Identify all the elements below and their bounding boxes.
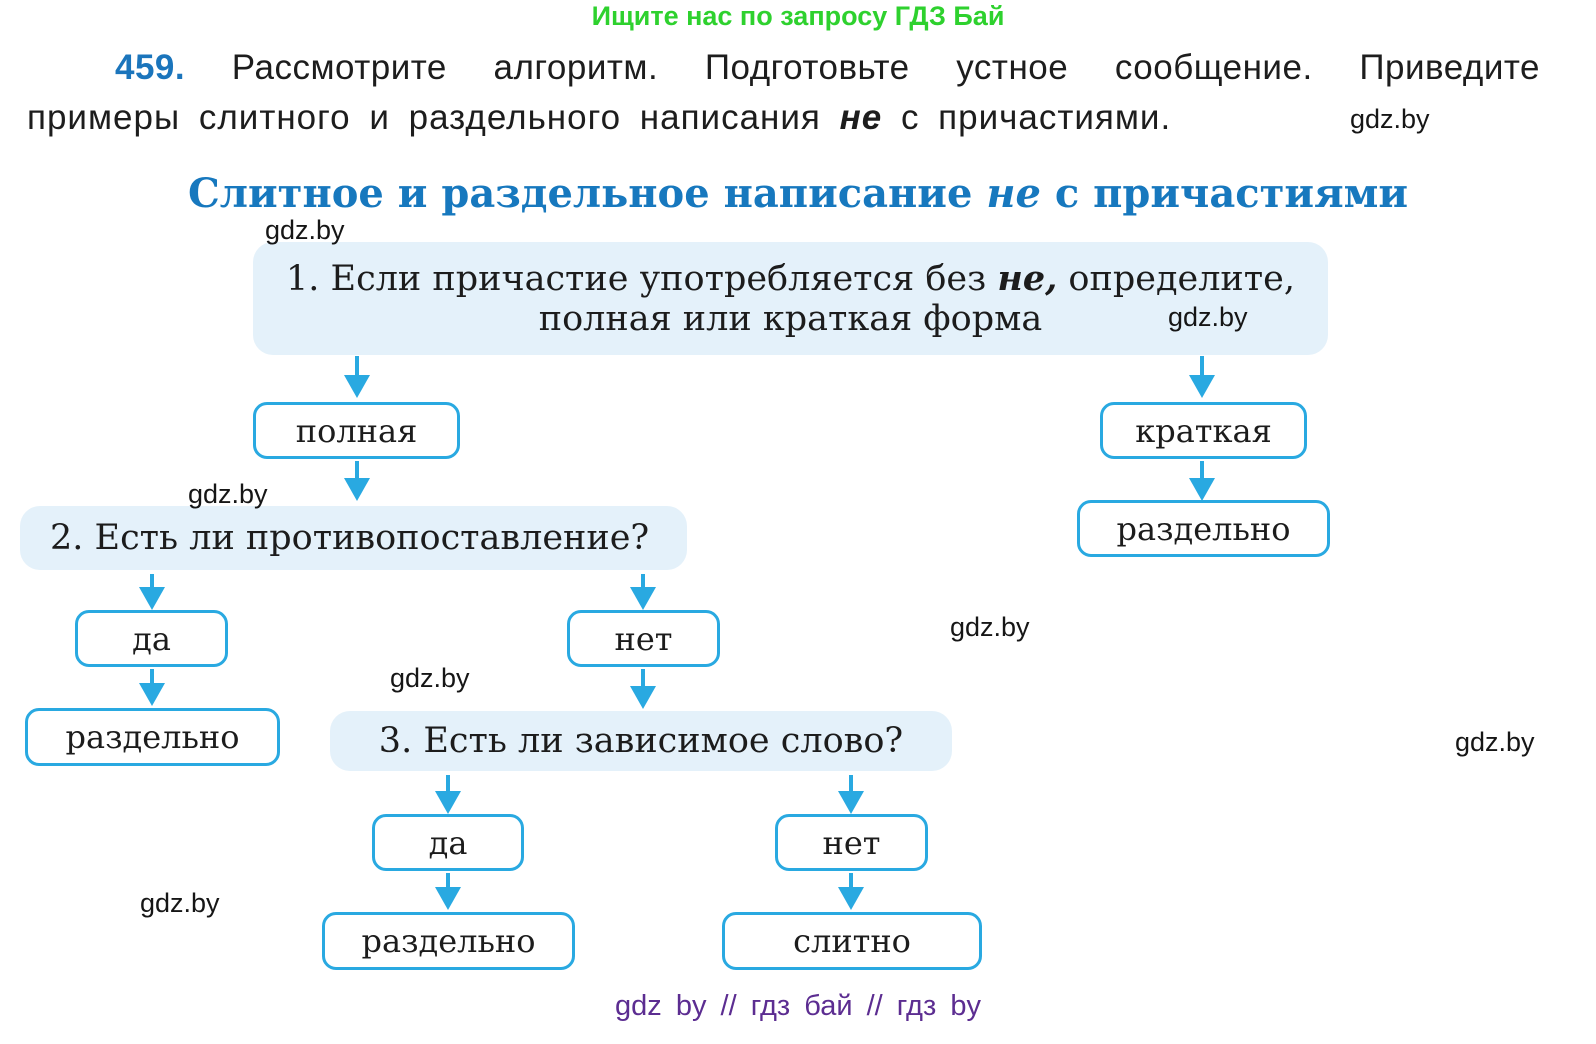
- watermark: gdz.by: [390, 663, 470, 693]
- node-yes-1: да: [75, 610, 228, 667]
- diagram-title-emphasis: не: [986, 170, 1041, 217]
- node-no-2: нет: [775, 814, 928, 871]
- node-no-label: нет: [822, 823, 881, 862]
- step2-block: 2. Есть ли противопоставление?: [20, 506, 687, 570]
- watermark: gdz.by: [188, 479, 268, 509]
- flow-arrow-icon: [838, 775, 864, 814]
- step1-line2: полная или краткая форма: [538, 299, 1043, 339]
- node-full-label: полная: [295, 411, 418, 450]
- node-full-form: полная: [253, 402, 460, 459]
- watermark: gdz.by: [1350, 104, 1430, 134]
- exercise-line2-pre: примеры слитного и раздельного написания: [27, 98, 840, 137]
- flow-arrow-icon: [838, 873, 864, 910]
- footer-credits: gdz by // гдз бай // гдз by: [615, 990, 981, 1022]
- node-short-label: краткая: [1135, 411, 1272, 450]
- node-together: слитно: [722, 912, 982, 970]
- node-separate-left: раздельно: [25, 708, 280, 766]
- node-separate-label: раздельно: [1116, 509, 1291, 548]
- watermark: gdz.by: [1455, 727, 1535, 757]
- flow-arrow-icon: [139, 574, 165, 610]
- node-no-label: нет: [614, 619, 673, 658]
- flow-arrow-icon: [435, 775, 461, 814]
- diagram-title: Слитное и раздельное написание не с прич…: [0, 170, 1596, 217]
- step3-question: 3. Есть ли зависимое слово?: [378, 721, 904, 761]
- node-together-label: слитно: [793, 922, 911, 960]
- flow-arrow-icon: [1189, 461, 1215, 501]
- flow-arrow-icon: [630, 669, 656, 709]
- watermark: gdz.by: [140, 888, 220, 918]
- node-separate-label: раздельно: [361, 922, 536, 960]
- step1-line1-pre: 1. Если причастие употребляется без: [286, 259, 998, 299]
- step1-line1-emphasis: не,: [997, 258, 1058, 299]
- flow-arrow-icon: [630, 574, 656, 610]
- watermark: gdz.by: [1168, 302, 1248, 332]
- promo-banner: Ищите нас по запросу ГДЗ Бай: [591, 1, 1005, 31]
- watermark: gdz.by: [950, 612, 1030, 642]
- exercise-number: 459.: [115, 48, 186, 87]
- flow-arrow-icon: [435, 873, 461, 910]
- node-separate-bottom: раздельно: [322, 912, 575, 970]
- exercise-line1-text: Рассмотрите алгоритм. Подготовьте устное…: [231, 48, 1540, 87]
- step2-question: 2. Есть ли противопоставление?: [50, 518, 650, 558]
- node-yes-2: да: [372, 814, 524, 871]
- flow-arrow-icon: [1189, 356, 1215, 398]
- step1-line1: 1. Если причастие употребляется без не, …: [253, 258, 1328, 299]
- exercise-line2-post: с причастиями.: [882, 98, 1172, 137]
- step3-block: 3. Есть ли зависимое слово?: [330, 711, 952, 771]
- exercise-text-line1: 459. Рассмотрите алгоритм. Подготовьте у…: [115, 48, 1540, 88]
- node-yes-label: да: [132, 619, 171, 658]
- node-yes-label: да: [428, 823, 468, 862]
- flow-arrow-icon: [139, 669, 165, 706]
- diagram-title-pre: Слитное и раздельное написание: [187, 170, 987, 217]
- node-separate-label: раздельно: [65, 718, 240, 756]
- exercise-line2-emphasis: не: [839, 98, 883, 137]
- node-no-1: нет: [567, 610, 720, 667]
- step1-block: 1. Если причастие употребляется без не, …: [253, 242, 1328, 355]
- exercise-text-line2: примеры слитного и раздельного написания…: [27, 98, 1171, 138]
- step1-line1-post: определите,: [1057, 259, 1295, 299]
- node-separate-right: раздельно: [1077, 500, 1330, 557]
- watermark: gdz.by: [265, 215, 345, 245]
- flow-arrow-icon: [344, 461, 370, 501]
- diagram-title-post: с причастиями: [1040, 170, 1409, 217]
- flow-arrow-icon: [344, 356, 370, 398]
- node-short-form: краткая: [1100, 402, 1307, 459]
